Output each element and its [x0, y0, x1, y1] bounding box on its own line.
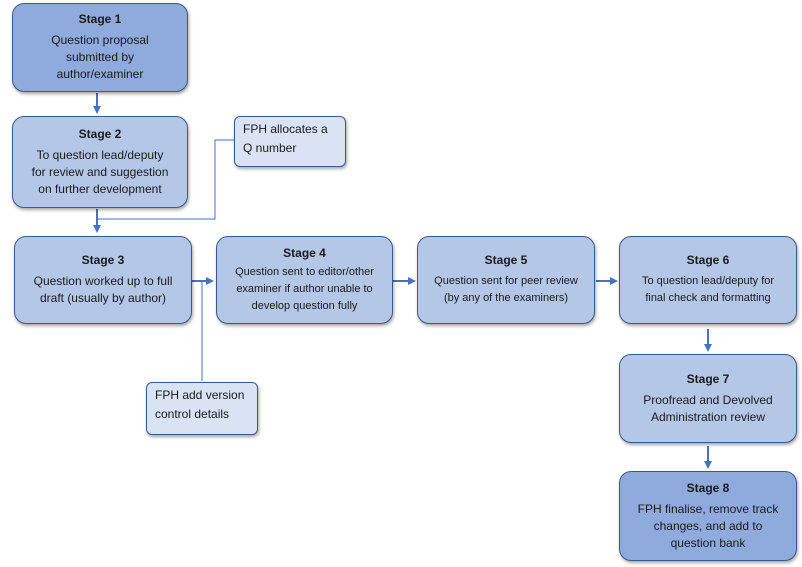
stage-7-title: Stage 7	[686, 371, 730, 386]
stage-2-line-3: on further development	[38, 181, 162, 196]
stage-5-line-1: Question sent for peer review	[434, 275, 578, 287]
stage-8-box: Stage 8 FPH finalise, remove track chang…	[619, 471, 797, 561]
stage-3-text: Question worked up to full draft (usuall…	[34, 273, 173, 307]
stage-8-title: Stage 8	[686, 480, 730, 495]
stage-7-box: Stage 7 Proofread and Devolved Administr…	[619, 354, 797, 443]
stage-7-line-2: Administration review	[650, 409, 766, 424]
stage-4-text: Question sent to editor/other examiner i…	[235, 264, 374, 315]
stage-4-line-2: examiner if author unable to	[236, 282, 373, 295]
stage-3-line-2: draft (usually by author)	[39, 291, 167, 305]
stage-6-line-2: final check and formatting	[645, 292, 771, 304]
stage-3-title: Stage 3	[81, 253, 125, 267]
stage-2-line-1: To question lead/deputy	[36, 147, 164, 162]
stage-4-line-3: develop question fully	[251, 299, 358, 312]
stage-5-text: Question sent for peer review (by any of…	[434, 273, 578, 307]
stage-8-text: FPH finalise, remove track changes, and …	[638, 501, 779, 552]
stage-1-title: Stage 1	[78, 12, 122, 26]
stage-6-line-1: To question lead/deputy for	[641, 275, 775, 287]
stage-2-box: Stage 2 To question lead/deputy for revi…	[12, 116, 188, 208]
stage-8-line-3: question bank	[670, 535, 746, 550]
stage-7-text: Proofread and Devolved Administration re…	[643, 392, 772, 426]
stage-8-line-1: FPH finalise, remove track	[637, 501, 779, 516]
connector-note-q-number	[97, 139, 234, 220]
stage-2-title: Stage 2	[78, 126, 122, 141]
note-version-control: FPH add version control details	[146, 382, 258, 435]
stage-1-text: Question proposal submitted by author/ex…	[51, 32, 148, 83]
stage-3-box: Stage 3 Question worked up to full draft…	[14, 236, 192, 324]
stage-1-line-2: submitted by	[65, 50, 135, 64]
stage-1-line-3: author/examiner	[56, 67, 144, 81]
note-q-number: FPH allocates a Q number	[234, 116, 346, 167]
stage-1-box: Stage 1 Question proposal submitted by a…	[12, 3, 188, 92]
stage-5-title: Stage 5	[484, 253, 528, 267]
stage-5-box: Stage 5 Question sent for peer review (b…	[417, 236, 595, 324]
stage-7-line-1: Proofread and Devolved	[643, 392, 773, 407]
note-q-number-line-1: FPH allocates a	[243, 122, 328, 136]
stage-8-line-2: changes, and add to	[653, 518, 763, 533]
stage-3-line-1: Question worked up to full	[33, 274, 173, 288]
stage-4-box: Stage 4 Question sent to editor/other ex…	[216, 236, 393, 324]
note-version-control-line-2: control details	[155, 407, 230, 421]
stage-2-line-2: for review and suggestion	[31, 164, 169, 179]
stage-2-text: To question lead/deputy for review and s…	[32, 147, 169, 198]
note-q-number-line-2: Q number	[243, 141, 297, 155]
stage-4-title: Stage 4	[283, 245, 326, 260]
note-version-control-line-1: FPH add version	[155, 388, 245, 402]
stage-6-text: To question lead/deputy for final check …	[642, 273, 774, 307]
stage-1-line-1: Question proposal	[51, 33, 149, 47]
stage-6-title: Stage 6	[686, 253, 730, 267]
stage-5-line-2: (by any of the examiners)	[443, 292, 569, 304]
stage-6-box: Stage 6 To question lead/deputy for fina…	[619, 236, 797, 324]
stage-4-line-1: Question sent to editor/other	[235, 265, 374, 278]
